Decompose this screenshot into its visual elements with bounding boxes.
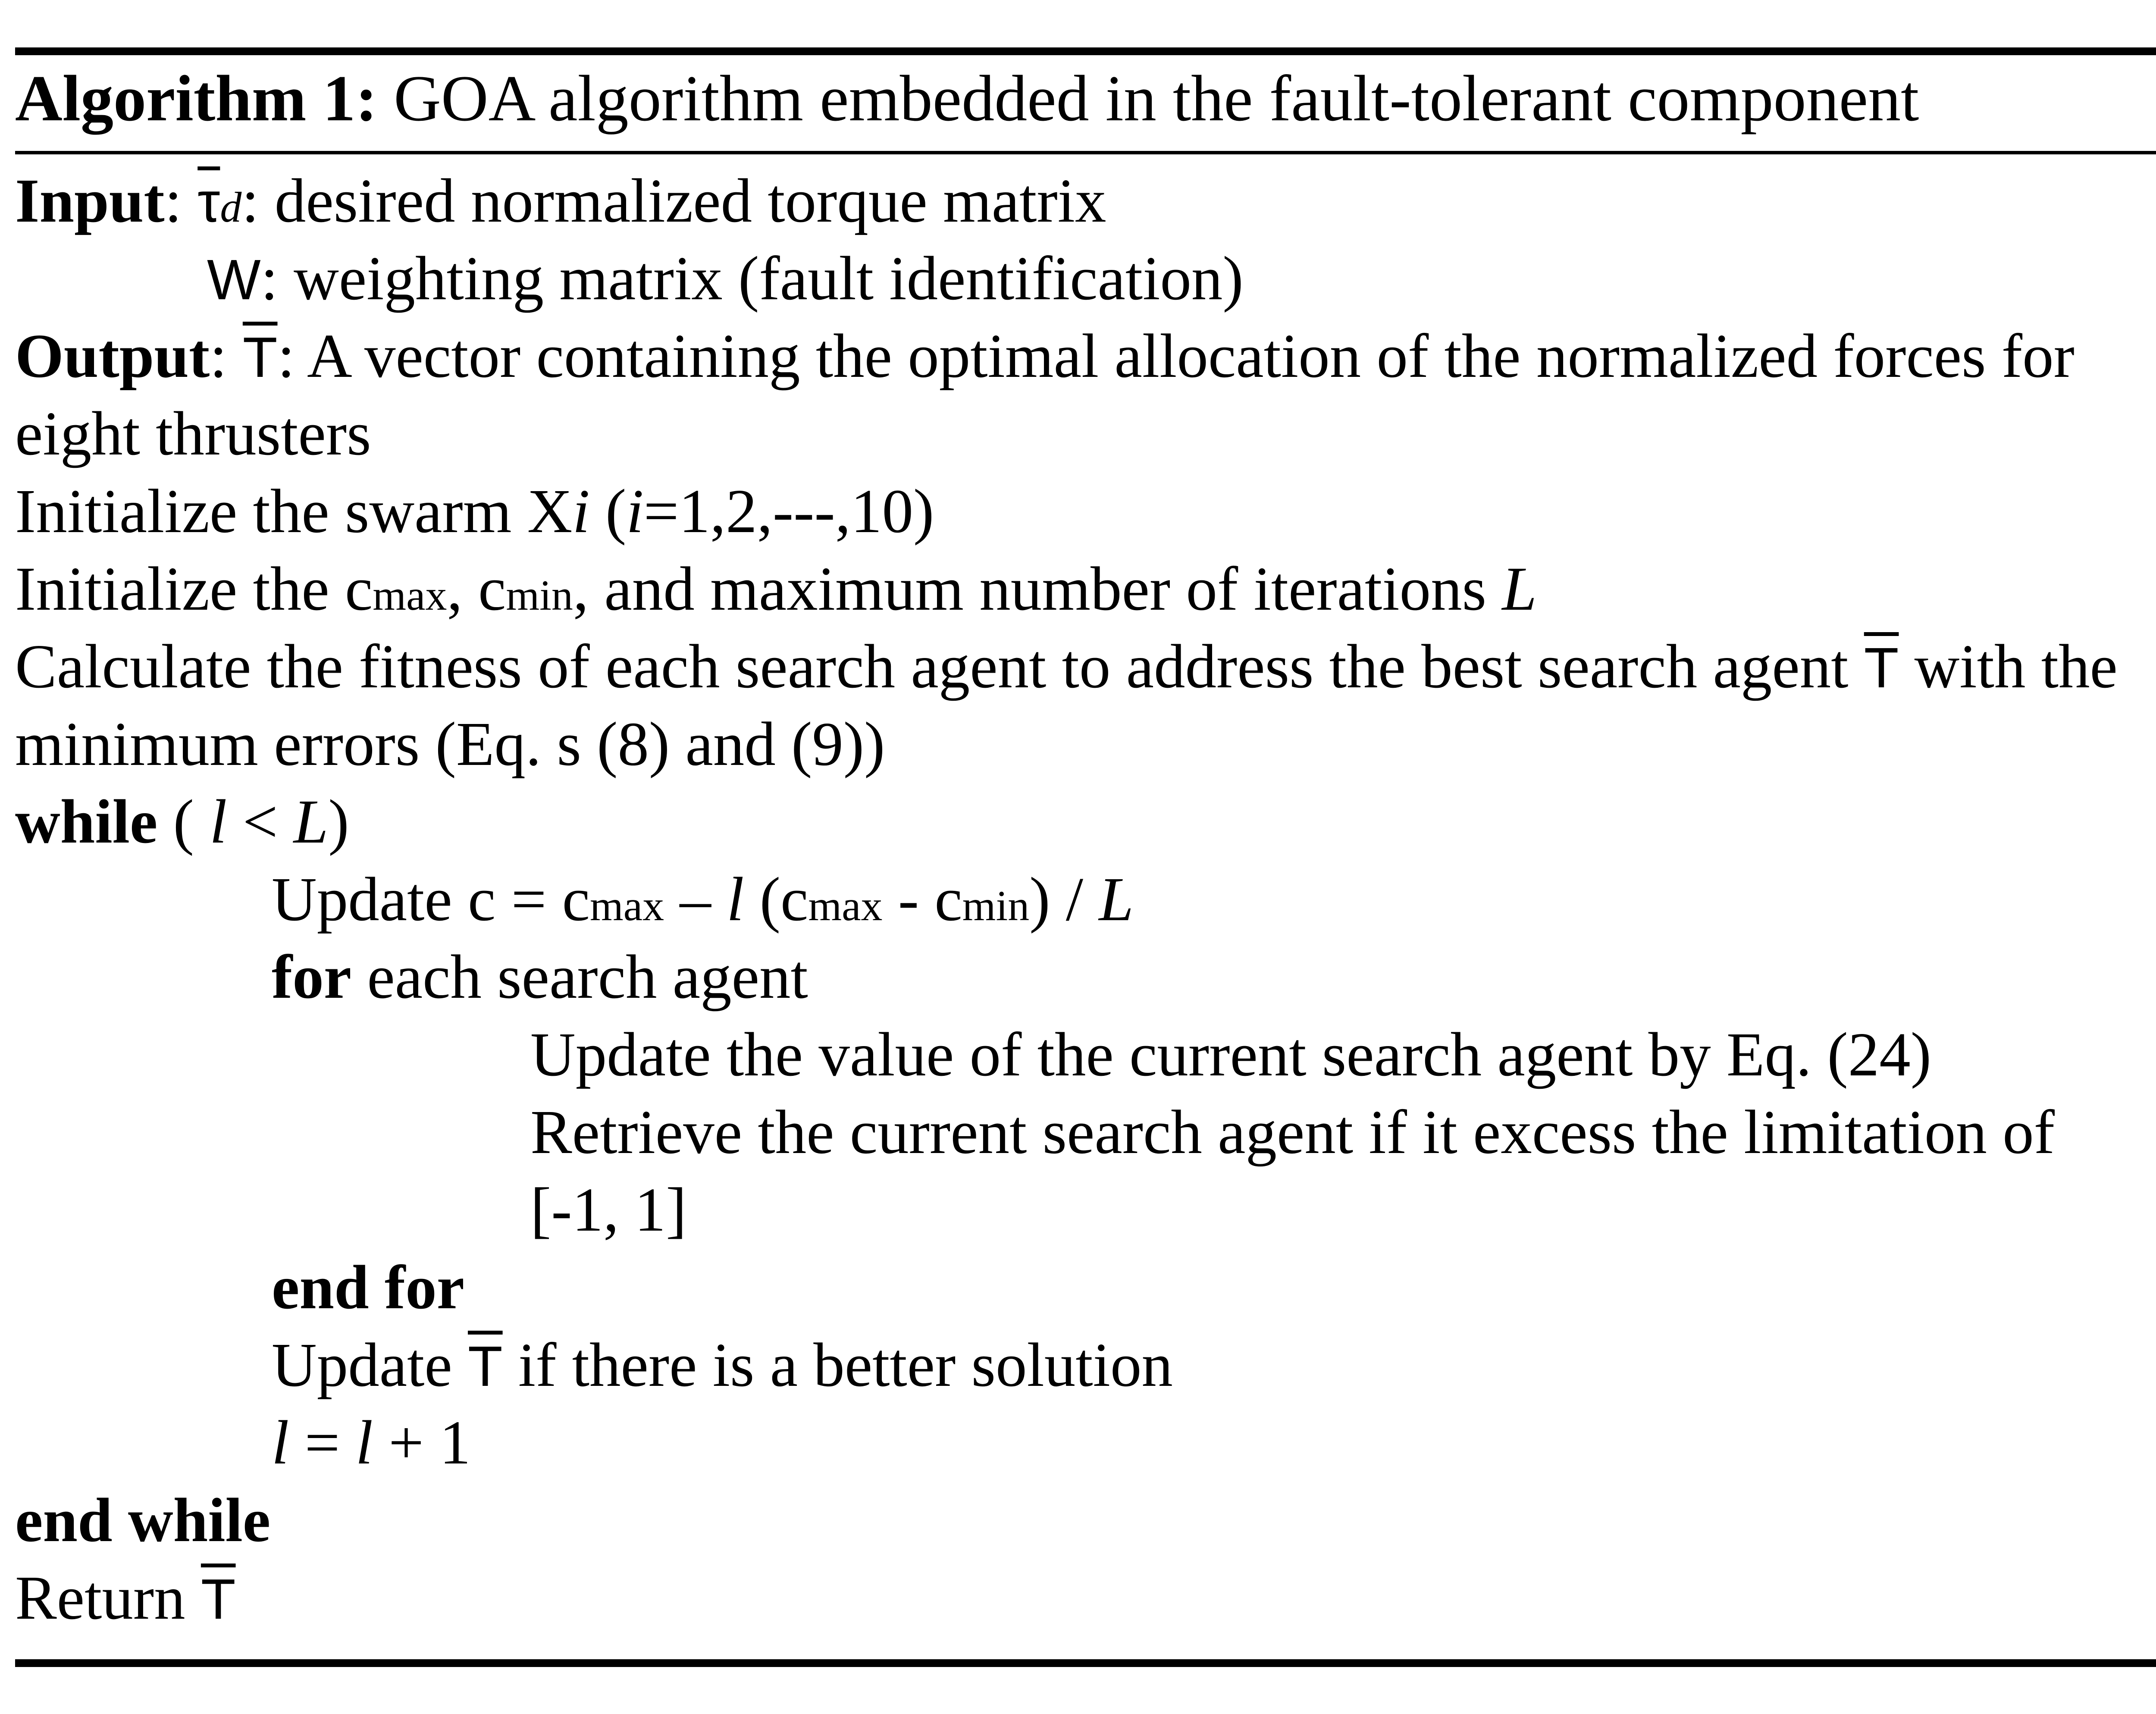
init-c-line: Initialize the cmax, cmin, and maximum n… <box>15 550 2156 628</box>
init-c-max-sub: max <box>373 571 447 619</box>
end-while-keyword: end while <box>15 1486 271 1555</box>
while-keyword: while <box>15 787 158 856</box>
increment-line: l = l + 1 <box>15 1404 2156 1482</box>
tau-symbol: τ <box>197 170 220 234</box>
t-symbol: T <box>242 326 278 389</box>
while-l: l <box>210 787 227 856</box>
fitness-text-2: minimum errors (Eq. s (8) and (9)) <box>15 710 885 779</box>
update-c-text: Update c = c <box>272 865 590 934</box>
update-t-rest: if there is a better solution <box>502 1331 1173 1400</box>
init-c-sep: , c <box>447 555 506 624</box>
retrieve-range: [-1, 1] <box>530 1175 687 1244</box>
fitness-line: Calculate the fitness of each search age… <box>15 628 2156 705</box>
output-label: Output <box>15 322 210 391</box>
end-while-line: end while <box>15 1482 2156 1559</box>
update-c-max: max <box>589 882 664 930</box>
while-lt: < <box>227 787 294 856</box>
update-t-text: Update <box>272 1331 468 1400</box>
init-c-text: Initialize the c <box>15 555 373 624</box>
fitness-line-cont: minimum errors (Eq. s (8) and (9)) <box>15 705 2156 783</box>
caption-rule <box>15 151 2156 154</box>
incr-l: l <box>272 1408 289 1477</box>
w-symbol: W <box>207 248 261 311</box>
input-line: Input: τd: desired normalized torque mat… <box>15 166 1106 235</box>
top-rule <box>15 47 2156 55</box>
w-description: : weighting matrix (fault identification… <box>260 244 1244 313</box>
fitness-t-symbol: T <box>1864 636 1899 699</box>
update-c-paren: (c <box>744 865 808 934</box>
output-line-cont: eight thrusters <box>15 395 2156 473</box>
init-c-L: L <box>1502 555 1537 624</box>
update-t-symbol: T <box>467 1335 503 1398</box>
update-c-L: L <box>1099 865 1134 934</box>
update-c-l: l <box>727 865 744 934</box>
retrieve-line: Retrieve the current search agent if it … <box>15 1094 2156 1171</box>
update-c-min: min <box>962 882 1030 930</box>
return-line: Return T <box>15 1559 2156 1637</box>
update-value-line: Update the value of the current search a… <box>15 1016 2156 1094</box>
while-L: L <box>293 787 329 856</box>
output-line: Output: T: A vector containing the optim… <box>15 322 2075 391</box>
output-description-2: eight thrusters <box>15 399 371 468</box>
end-for-line: end for <box>15 1249 2156 1326</box>
init-swarm-index: i <box>572 477 590 546</box>
update-c-minus-2: - c <box>882 865 962 934</box>
init-c-min-sub: min <box>506 571 573 619</box>
retrieve-text: Retrieve the current search agent if it … <box>530 1098 2055 1167</box>
algorithm-caption: Algorithm 1: GOA algorithm embedded in t… <box>15 55 2156 151</box>
init-c-rest: , and maximum number of iterations <box>573 555 1502 624</box>
output-description-1: : A vector containing the optimal alloca… <box>277 322 2075 391</box>
tau-description: : desired normalized torque matrix <box>241 166 1106 235</box>
init-swarm-index-2: i <box>626 477 644 546</box>
update-c-minus: – <box>664 865 727 934</box>
for-keyword: for <box>272 943 352 1012</box>
update-t-line: Update T if there is a better solution <box>15 1326 2156 1404</box>
caption-label: Algorithm 1: <box>15 62 378 135</box>
incr-plus: + 1 <box>373 1408 471 1477</box>
init-swarm-range: =1,2,---,10) <box>643 477 934 546</box>
algorithm-box: Algorithm 1: GOA algorithm embedded in t… <box>15 47 2156 1667</box>
for-rest: each search agent <box>351 943 808 1012</box>
update-c-max-2: max <box>808 882 883 930</box>
algorithm-body: Input: τd: desired normalized torque mat… <box>15 154 2156 1637</box>
while-close: ) <box>328 787 349 856</box>
fitness-text-end: with the <box>1899 632 2118 701</box>
retrieve-line-cont: [-1, 1] <box>15 1171 2156 1249</box>
input-label: Input <box>15 166 165 235</box>
incr-l-2: l <box>355 1408 373 1477</box>
init-swarm-paren: ( <box>589 477 627 546</box>
end-for-keyword: end for <box>272 1253 465 1322</box>
update-value-text: Update the value of the current search a… <box>530 1020 1932 1089</box>
while-line: while ( l < L) <box>15 783 2156 861</box>
init-swarm-line: Initialize the swarm Xi (i=1,2,---,10) <box>15 473 2156 550</box>
update-c-line: Update c = cmax – l (cmax - cmin) / L <box>15 861 2156 938</box>
caption-title: GOA algorithm embedded in the fault-tole… <box>394 62 1919 135</box>
incr-eq: = <box>289 1408 356 1477</box>
update-c-div: ) / <box>1029 865 1099 934</box>
return-text: Return <box>15 1564 201 1633</box>
weight-line: W: weighting matrix (fault identificatio… <box>15 240 2156 317</box>
return-t-symbol: T <box>201 1567 236 1631</box>
for-line: for each search agent <box>15 938 2156 1016</box>
while-open: ( <box>157 787 210 856</box>
tau-subscript: d <box>220 183 242 231</box>
bottom-rule <box>15 1659 2156 1667</box>
init-swarm-text: Initialize the swarm X <box>15 477 573 546</box>
fitness-text: Calculate the fitness of each search age… <box>15 632 1864 701</box>
